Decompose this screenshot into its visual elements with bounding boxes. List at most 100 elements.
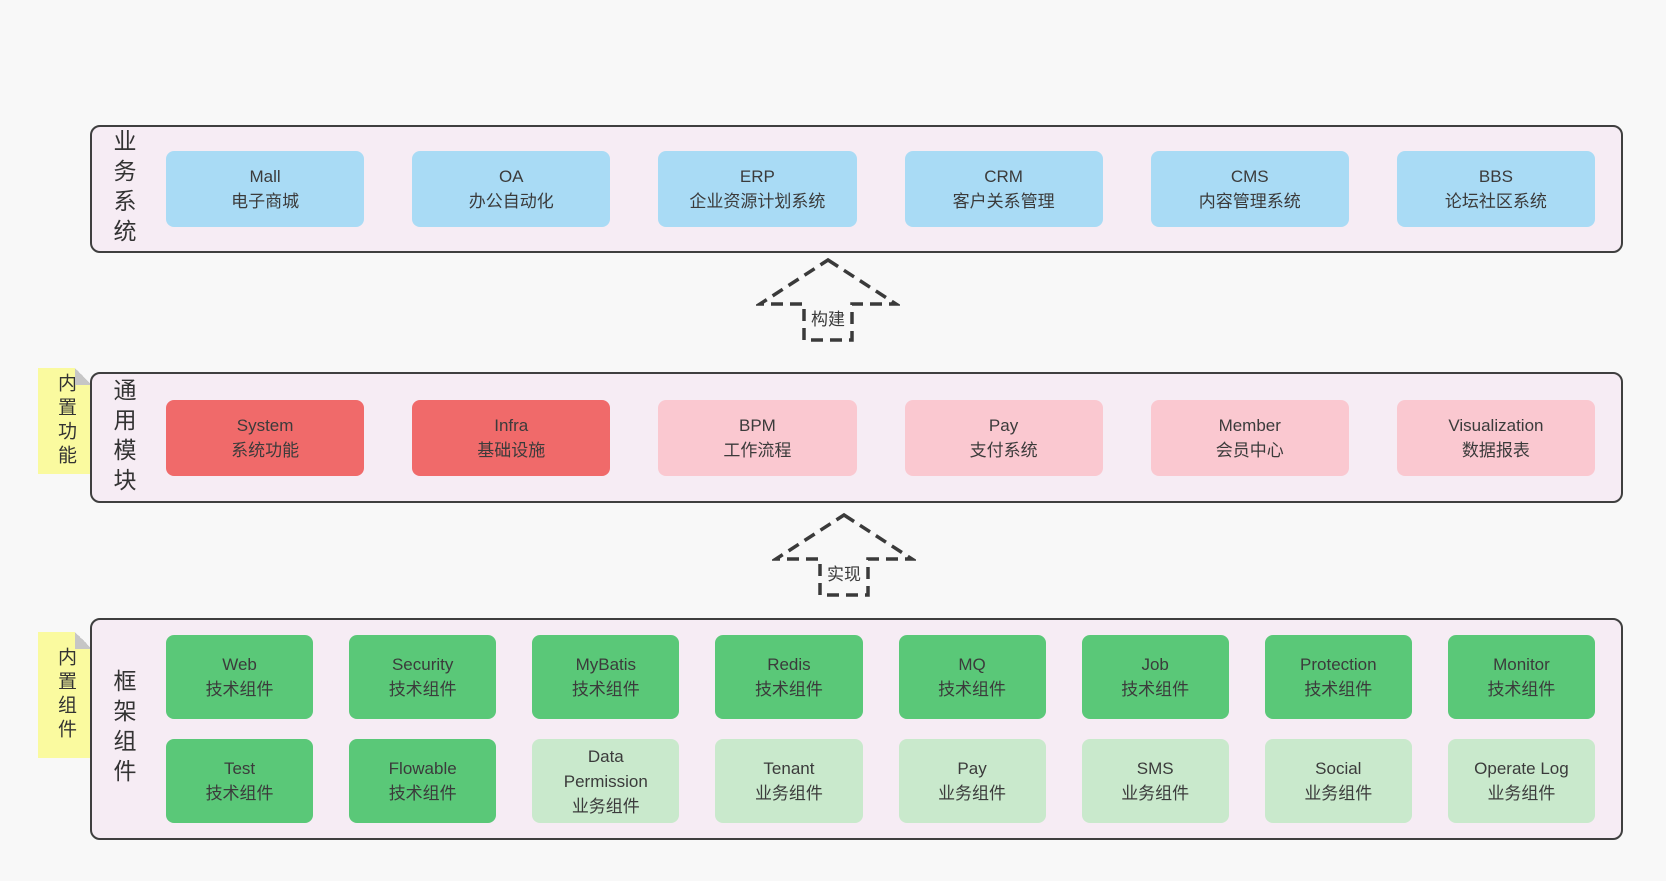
band-label: 通用模块 [110,377,136,498]
box-title: Pay [957,759,987,778]
box-subtitle: 技术组件 [938,680,1007,699]
box-title: SMS [1136,759,1174,778]
box-redis: Redis 技术组件 [715,635,863,719]
box-subtitle: 技术组件 [571,680,640,699]
box-operate-log: Operate Log 业务组件 [1447,739,1595,823]
folded-corner-icon [75,368,92,385]
box-data-permission: Data Permission 业务组件 [532,739,680,823]
box-subtitle: 电子商城 [231,192,300,211]
box-subtitle: 内容管理系统 [1198,192,1301,211]
box-title: ERP [739,167,775,186]
box-subtitle: 客户关系管理 [952,192,1055,211]
band-framework-components: 框架组件 Web 技术组件 Security 技术组件 MyBatis 技术组件… [90,618,1623,840]
band-common-modules: 通用模块 System 系统功能 Infra 基础设施 BPM 工作流程 Pay… [90,372,1623,503]
box-pay: Pay 支付系统 [904,399,1103,476]
box-title: Pay [988,415,1019,435]
box-security: Security 技术组件 [349,635,497,719]
box-title: Test [223,759,256,778]
box-system: System 系统功能 [166,399,365,476]
box-subtitle: 业务组件 [1304,784,1373,803]
band-business-systems: 业务系统 Mall 电子商城 OA 办公自动化 ERP 企业资源计划系统 CRM… [90,125,1623,253]
box-subtitle: 办公自动化 [468,192,554,211]
arrow-build: 构建 [756,257,900,343]
box-cms: CMS 内容管理系统 [1150,151,1349,227]
box-title: Mall [249,167,281,186]
box-subtitle: 业务组件 [1487,784,1556,803]
box-title: System [236,415,294,435]
box-title: Protection [1300,655,1377,674]
box-bbs: BBS 论坛社区系统 [1396,151,1595,227]
box-tenant: Tenant 业务组件 [715,739,863,823]
box-subtitle: 会员中心 [1215,440,1284,460]
box-member: Member 会员中心 [1150,399,1349,476]
box-subtitle: 技术组件 [1487,680,1556,699]
box-subtitle: 基础设施 [477,440,546,460]
box-web: Web 技术组件 [166,635,314,719]
box-test: Test 技术组件 [166,739,314,823]
box-title: Redis [767,655,811,674]
box-title: BBS [1478,167,1513,186]
box-subtitle: 业务组件 [754,784,823,803]
band-label: 框架组件 [110,669,136,789]
band-grid: System 系统功能 Infra 基础设施 BPM 工作流程 Pay 支付系统… [148,399,1621,476]
box-title: BPM [738,415,776,435]
band-label: 业务系统 [110,129,136,249]
box-title: Security [391,655,454,674]
box-title: Data Permission [563,746,648,791]
box-subtitle: 技术组件 [1121,680,1190,699]
arrow-label: 实现 [824,559,864,586]
box-title: OA [498,167,524,186]
box-subtitle: 技术组件 [388,680,457,699]
box-title: Social [1315,759,1362,778]
box-infra: Infra 基础设施 [412,399,611,476]
box-flowable: Flowable 技术组件 [349,739,497,823]
box-subtitle: 业务组件 [571,796,640,816]
box-title: MyBatis [575,655,637,674]
box-title: Monitor [1493,655,1550,674]
arrow-label: 构建 [808,304,848,331]
box-title: Operate Log [1474,759,1569,778]
box-subtitle: 技术组件 [205,680,274,699]
box-subtitle: 技术组件 [205,784,274,803]
box-subtitle: 技术组件 [754,680,823,699]
box-subtitle: 企业资源计划系统 [689,192,826,211]
box-subtitle: 技术组件 [1304,680,1373,699]
sticky-note-built-in-features: 内置功能 [38,368,92,474]
note-label: 内置功能 [55,373,76,469]
box-title: Tenant [763,759,815,778]
box-title: Infra [494,415,529,435]
box-mall: Mall 电子商城 [166,151,365,227]
folded-corner-icon [75,632,92,649]
box-erp: ERP 企业资源计划系统 [658,151,857,227]
box-crm: CRM 客户关系管理 [904,151,1103,227]
box-title: CRM [984,167,1023,186]
box-title: Web [222,655,257,674]
box-subtitle: 系统功能 [231,440,300,460]
box-social: Social 业务组件 [1264,739,1412,823]
box-pay-business: Pay 业务组件 [898,739,1046,823]
box-monitor: Monitor 技术组件 [1447,635,1595,719]
box-title: Flowable [388,759,457,778]
box-subtitle: 数据报表 [1461,440,1530,460]
box-subtitle: 工作流程 [723,440,792,460]
box-subtitle: 论坛社区系统 [1444,192,1547,211]
band-grid: Web 技术组件 Security 技术组件 MyBatis 技术组件 Redi… [148,635,1621,823]
note-label: 内置组件 [55,647,76,743]
box-title: MQ [958,655,986,674]
box-visualization: Visualization 数据报表 [1396,399,1595,476]
box-subtitle: 业务组件 [938,784,1007,803]
box-bpm: BPM 工作流程 [658,399,857,476]
box-job: Job 技术组件 [1081,635,1229,719]
arrow-implement: 实现 [772,512,916,598]
box-sms: SMS 业务组件 [1081,739,1229,823]
band-grid: Mall 电子商城 OA 办公自动化 ERP 企业资源计划系统 CRM 客户关系… [148,151,1621,227]
box-subtitle: 业务组件 [1121,784,1190,803]
sticky-note-built-in-components: 内置组件 [38,632,92,758]
box-subtitle: 支付系统 [969,440,1038,460]
box-mybatis: MyBatis 技术组件 [532,635,680,719]
box-protection: Protection 技术组件 [1264,635,1412,719]
box-title: Member [1218,415,1281,435]
box-title: Job [1141,655,1169,674]
box-oa: OA 办公自动化 [412,151,611,227]
